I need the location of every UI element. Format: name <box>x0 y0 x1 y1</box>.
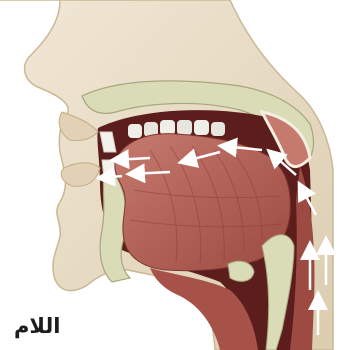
figure-caption: اللام <box>14 314 60 338</box>
lower-incisor <box>102 160 116 178</box>
